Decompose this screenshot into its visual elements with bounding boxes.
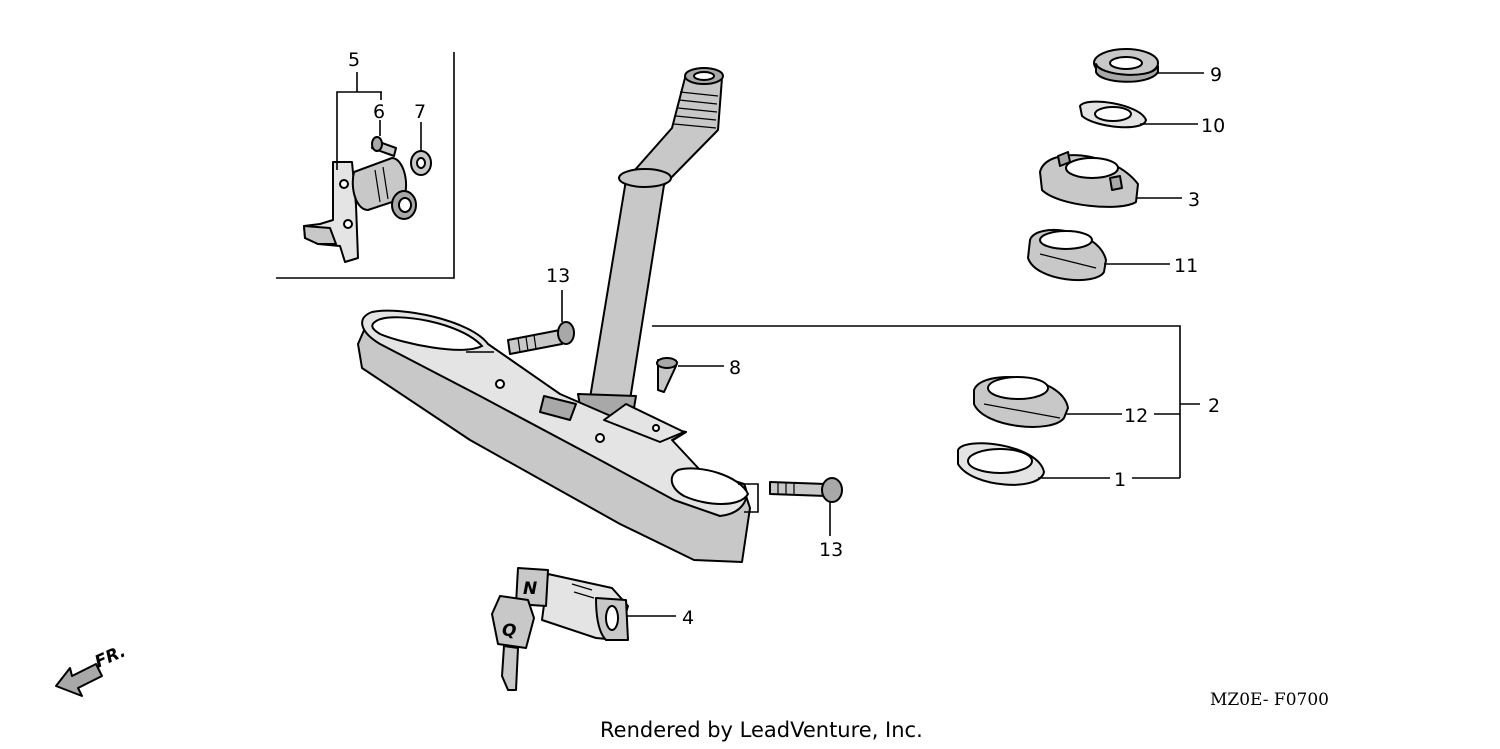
ignition-switch[interactable]: N Q: [491, 567, 629, 691]
callout-4: 4: [682, 607, 694, 629]
callout-11: 11: [1174, 255, 1198, 277]
callout-5-leader: [336, 72, 422, 170]
front-arrow-icon: [55, 663, 103, 697]
lock-cylinder-assembly[interactable]: [303, 157, 417, 263]
lock-nut-9[interactable]: [1093, 48, 1159, 83]
callout-3: 3: [1188, 189, 1200, 211]
washer-7[interactable]: [410, 150, 432, 176]
callout-13-lower: 13: [819, 539, 843, 561]
leader-lines: [466, 72, 1204, 617]
callout-9: 9: [1210, 64, 1222, 86]
svg-text:Q: Q: [502, 621, 516, 641]
steering-stem[interactable]: [577, 67, 724, 421]
screw-8[interactable]: [656, 357, 678, 393]
callout-12: 12: [1124, 405, 1148, 427]
bolt-13-lower[interactable]: [769, 477, 843, 503]
callout-7: 7: [414, 101, 426, 123]
front-direction-indicator: FR.: [55, 641, 129, 697]
callout-2: 2: [1208, 395, 1220, 417]
callout-10: 10: [1201, 115, 1225, 137]
dust-seal-1[interactable]: [957, 442, 1045, 486]
bolt-13-upper[interactable]: [507, 321, 575, 355]
callout-6: 6: [373, 101, 385, 123]
screw-6[interactable]: [371, 136, 397, 157]
callout-labels: 5 6 7 9 10 3 11 13 8 2 12 1 13 4: [348, 49, 1225, 629]
callout-8: 8: [729, 357, 741, 379]
callout-1: 1: [1114, 469, 1126, 491]
inset-box: [276, 52, 455, 279]
front-label: FR.: [92, 641, 129, 672]
svg-text:N: N: [523, 579, 537, 599]
lower-bearing-12[interactable]: [973, 376, 1069, 428]
adjusting-nut-3[interactable]: [1039, 151, 1139, 208]
callout-5: 5: [348, 49, 360, 71]
steering-bottom-bracket[interactable]: [357, 309, 751, 563]
lock-washer-10[interactable]: [1079, 100, 1147, 129]
callout-13-upper: 13: [546, 265, 570, 287]
upper-bearing-11[interactable]: [1027, 228, 1107, 282]
diagram-code: MZ0E- F0700: [1210, 690, 1329, 710]
footer-credit: Rendered by LeadVenture, Inc.: [600, 718, 923, 742]
